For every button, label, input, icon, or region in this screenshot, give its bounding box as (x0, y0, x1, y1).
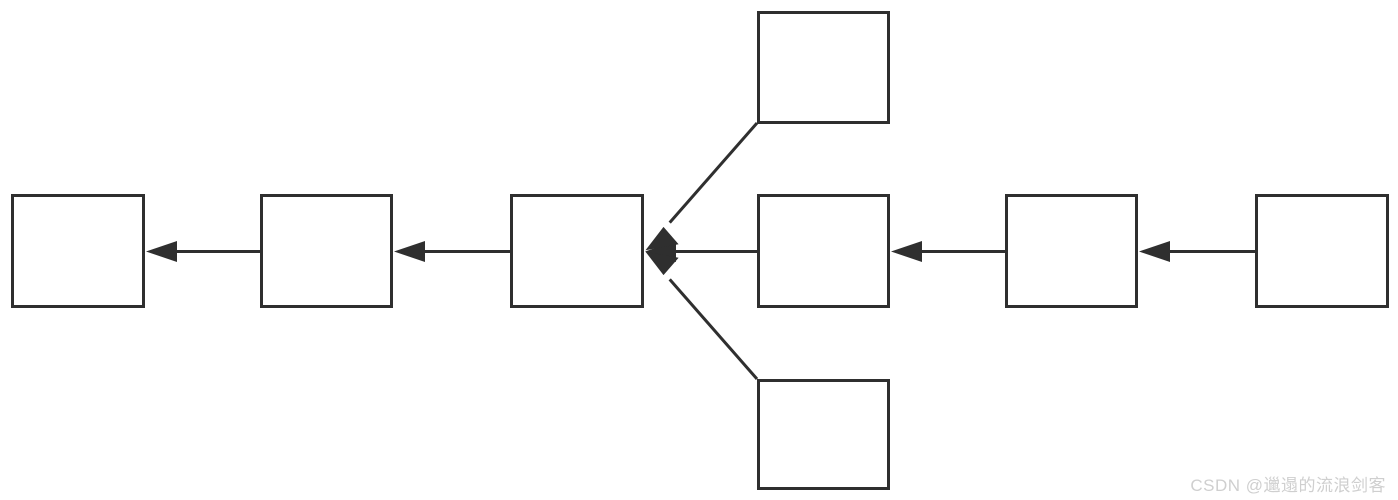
edge-bottom-to-3-line (668, 278, 759, 380)
csdn-watermark: CSDN @邋遢的流浪剑客 (1190, 476, 1386, 495)
edge-layer (146, 122, 1255, 380)
node-5[interactable] (1005, 194, 1138, 308)
node-layer (11, 11, 1389, 490)
node-6-rect[interactable] (1255, 194, 1389, 308)
node-3-rect[interactable] (510, 194, 644, 308)
node-2[interactable] (260, 194, 393, 308)
edge-2-to-1-arrowhead (146, 241, 177, 262)
edge-bottom-to-3 (645, 251, 759, 380)
edge-5-to-4 (891, 241, 1005, 262)
node-top-rect[interactable] (757, 11, 890, 124)
edge-6-to-5 (1139, 241, 1255, 262)
node-1[interactable] (11, 194, 145, 308)
edge-top-to-3 (645, 122, 759, 251)
edge-top-to-3-arrowhead (645, 226, 679, 251)
node-5-rect[interactable] (1005, 194, 1138, 308)
node-3[interactable] (510, 194, 644, 308)
node-4-rect[interactable] (757, 194, 890, 308)
edge-5-to-4-arrowhead (891, 241, 922, 262)
node-2-rect[interactable] (260, 194, 393, 308)
edge-bottom-to-3-arrowhead (645, 251, 679, 276)
node-4[interactable] (757, 194, 890, 308)
node-top[interactable] (757, 11, 890, 124)
edge-6-to-5-arrowhead (1139, 241, 1170, 262)
node-bottom-rect[interactable] (757, 379, 890, 490)
edge-3-to-2 (394, 241, 510, 262)
edge-2-to-1 (146, 241, 260, 262)
node-1-rect[interactable] (11, 194, 145, 308)
edge-3-to-2-arrowhead (394, 241, 425, 262)
edge-top-to-3-line (668, 122, 759, 224)
node-6[interactable] (1255, 194, 1389, 308)
node-bottom[interactable] (757, 379, 890, 490)
